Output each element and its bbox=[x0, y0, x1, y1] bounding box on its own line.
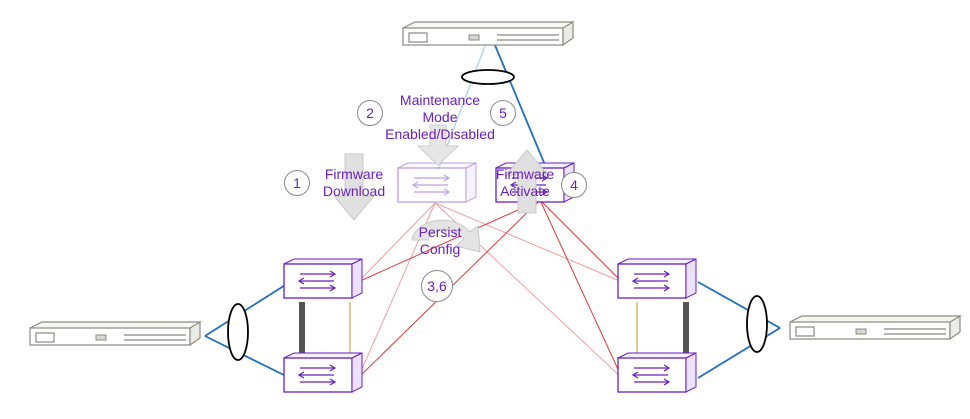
step-badge-3-6: 3,6 bbox=[421, 270, 453, 302]
label-line: Config bbox=[419, 241, 461, 257]
step-badge-2: 2 bbox=[357, 100, 383, 126]
switch-icon bbox=[398, 163, 476, 202]
process-arrow-icon bbox=[416, 124, 460, 166]
right-links bbox=[636, 281, 781, 379]
persist-config-label: Persist Config bbox=[410, 224, 470, 258]
step-badge-1: 1 bbox=[284, 170, 310, 196]
label-line: Enabled/Disabled bbox=[385, 126, 495, 142]
step-badge-5: 5 bbox=[490, 100, 516, 126]
process-arrow-icon bbox=[332, 153, 376, 221]
lag-ellipse-icon bbox=[746, 295, 768, 353]
label-line: Activate bbox=[500, 183, 550, 199]
lag-ellipse-icon bbox=[227, 303, 249, 361]
label-line: Maintenance bbox=[399, 92, 481, 108]
switch-icon bbox=[617, 258, 697, 299]
maintenance-mode-label: Maintenance Mode Enabled/Disabled bbox=[378, 92, 502, 143]
switch-icon bbox=[283, 258, 363, 299]
process-arrows bbox=[332, 124, 550, 253]
label-line: Firmware bbox=[324, 166, 384, 182]
label-line: Download bbox=[322, 183, 386, 199]
step-badge-4: 4 bbox=[561, 172, 587, 198]
label-line: Mode bbox=[422, 109, 458, 125]
server-icon bbox=[789, 315, 961, 340]
label-line: Persist bbox=[418, 224, 462, 240]
red-links bbox=[357, 199, 623, 379]
top-uplinks bbox=[437, 37, 546, 171]
process-arrow-icon bbox=[411, 219, 481, 253]
server-icon bbox=[29, 321, 201, 346]
label-line: Firmware bbox=[495, 166, 555, 182]
process-arrow-icon bbox=[504, 149, 550, 214]
firmware-activate-label: Firmware Activate bbox=[490, 166, 560, 200]
lag-ellipse-icon bbox=[461, 69, 515, 85]
server-icon bbox=[402, 21, 574, 46]
switch-icon bbox=[617, 352, 697, 393]
left-links bbox=[204, 281, 351, 379]
firmware-download-label: Firmware Download bbox=[312, 166, 396, 200]
switch-icon bbox=[283, 352, 363, 393]
